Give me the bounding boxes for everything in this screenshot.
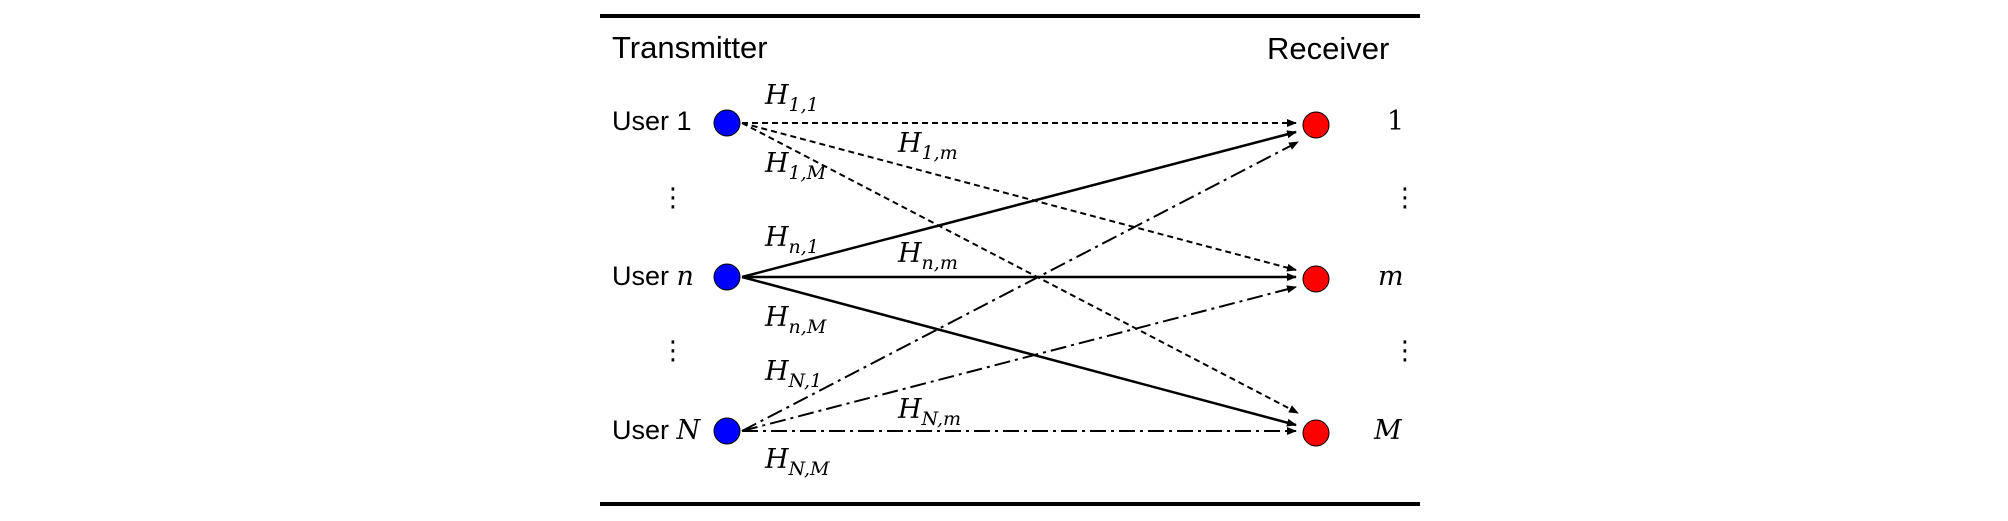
transmitter-node-N (713, 417, 741, 445)
channel-label-N-M: HN,M (765, 444, 830, 480)
receiver-node-1 (1302, 111, 1330, 139)
channel-label-N-m: HN,m (898, 394, 962, 430)
channel-label-n-1: Hn,1 (765, 222, 819, 258)
user-label-n: User n (612, 261, 694, 292)
top-rule (600, 14, 1420, 18)
receiver-node-m (1302, 265, 1330, 293)
user-label-1: User 1 (612, 106, 692, 136)
user-vdots-1: ⋮ (660, 183, 686, 213)
link-usern-rxM (741, 275, 1297, 427)
link-userN-rxm (741, 285, 1297, 432)
receiver-label-m: m (1378, 261, 1404, 292)
channel-label-n-m: Hn,m (898, 238, 958, 274)
bottom-rule (600, 502, 1420, 506)
receiver-vdots-1: ⋮ (1392, 183, 1418, 213)
link-user1-rxm (741, 122, 1297, 272)
channel-label-1-M: H1,M (765, 148, 827, 184)
receiver-label-M: M (1374, 415, 1402, 446)
channel-label-1-m: H1,m (898, 128, 958, 164)
transmitter-node-n (713, 263, 741, 291)
channel-label-n-M: Hn,M (765, 302, 827, 338)
channel-label-N-1: HN,1 (765, 356, 823, 392)
channel-label-1-1: H1,1 (765, 80, 819, 116)
link-user1-rxM (741, 122, 1299, 414)
transmitter-node-1 (713, 109, 741, 137)
user-vdots-2: ⋮ (660, 336, 686, 366)
link-userN-rx1 (741, 141, 1299, 432)
receiver-vdots-2: ⋮ (1392, 336, 1418, 366)
receiver-node-M (1302, 419, 1330, 447)
link-usern-rx1 (741, 130, 1297, 279)
receiver-label-1: 1 (1387, 106, 1405, 137)
transmitter-header: Transmitter (612, 30, 768, 65)
user-label-N: User N (612, 415, 701, 446)
receiver-header: Receiver (1267, 31, 1390, 66)
